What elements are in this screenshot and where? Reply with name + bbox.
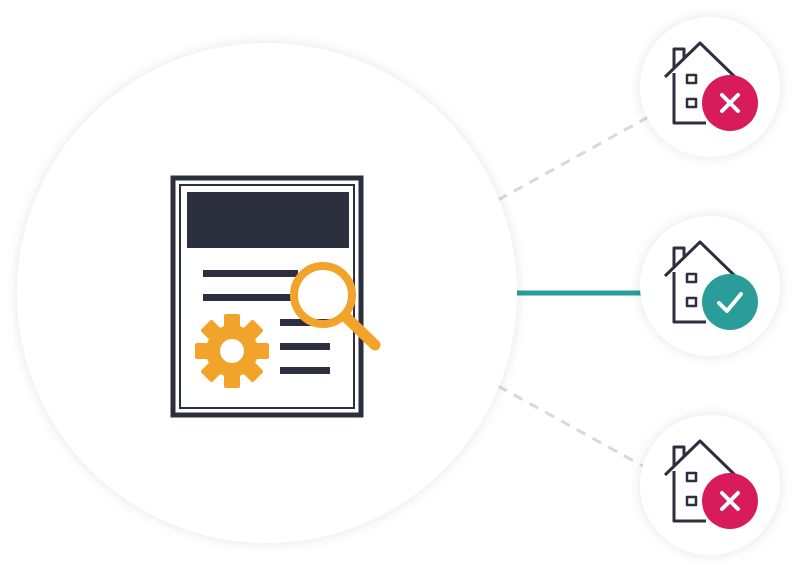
document-line <box>203 270 298 277</box>
x-icon <box>720 491 740 511</box>
connector-bottom <box>497 384 651 472</box>
document-header-block <box>187 192 349 248</box>
house-node-rejected <box>640 17 780 157</box>
document-line <box>280 367 330 374</box>
magnifier-icon <box>290 262 381 351</box>
document-line <box>280 343 330 350</box>
status-badge-rejected <box>702 473 758 529</box>
check-icon <box>717 292 743 313</box>
house-icon <box>663 41 737 125</box>
house-node-approved <box>640 216 780 356</box>
status-badge-approved <box>702 274 758 330</box>
connector-top <box>497 114 651 202</box>
house-icon <box>663 439 737 523</box>
gear-icon <box>195 314 269 388</box>
x-icon <box>720 93 740 113</box>
document-with-gear-and-magnifier-icon <box>170 175 381 418</box>
document-line <box>203 294 298 301</box>
status-badge-rejected <box>702 75 758 131</box>
house-node-rejected <box>640 415 780 555</box>
house-icon <box>663 240 737 324</box>
